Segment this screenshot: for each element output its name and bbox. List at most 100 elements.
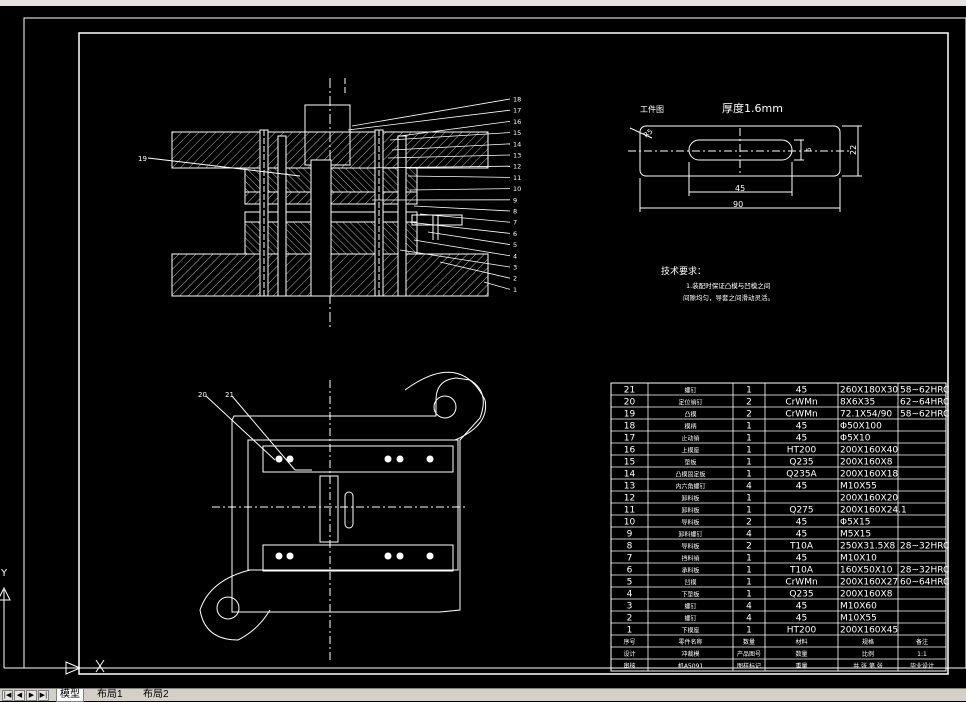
- bom-cell-spec: 160X50X10: [840, 566, 893, 576]
- bom-cell-no: 17: [624, 434, 635, 444]
- bom-cell-name: 导料板: [681, 543, 699, 551]
- bom-cell-name: 内六角螺钉: [675, 483, 705, 491]
- last-tab-icon[interactable]: ▶|: [38, 690, 49, 701]
- title-block-cell: 审核: [623, 662, 635, 670]
- bom-cell-spec: 200X160X8: [840, 590, 893, 600]
- cad-drawing-canvas[interactable]: 19 工件图 厚度1.6mm 45 90 22 6 R5 技术要求： 1.装配时…: [0, 6, 966, 688]
- dim-6: 6: [805, 147, 813, 152]
- bom-cell-spec: 200X160X45: [840, 626, 898, 636]
- bom-cell-no: 3: [627, 602, 633, 612]
- bom-header-cell: 数量: [743, 638, 755, 646]
- bom-cell-no: 7: [627, 554, 633, 564]
- bom-cell-spec: Φ5X10: [840, 434, 871, 444]
- prev-tab-icon[interactable]: ◀: [14, 690, 25, 701]
- bom-cell-qty: 2: [746, 542, 752, 552]
- workpiece-drawing: [628, 126, 862, 212]
- bom-cell-no: 19: [624, 410, 636, 420]
- leader-label: 5: [513, 241, 517, 249]
- leader-label: 15: [513, 129, 521, 137]
- bom-cell-no: 4: [627, 590, 633, 600]
- bom-cell-spec: 250X31.5X8: [840, 542, 896, 552]
- dim-22: 22: [849, 145, 858, 155]
- bom-cell-spec: 200X160X27: [840, 578, 898, 588]
- bom-cell-mat: CrWMn: [785, 410, 817, 420]
- layout-tab-bar: |◀ ◀ ▶ ▶| 模型 布局1 布局2: [0, 688, 966, 701]
- bom-cell-no: 21: [624, 386, 635, 396]
- bom-cell-mat: Q235: [789, 458, 813, 468]
- bom-cell-no: 13: [624, 482, 635, 492]
- bom-cell-qty: 2: [746, 410, 752, 420]
- bom-cell-qty: 1: [746, 446, 752, 456]
- bom-cell-name: 承料板: [681, 567, 699, 575]
- bom-cell-note: 28~32HRC: [900, 566, 949, 576]
- tech-req-line-1: 1.装配时保证凸模与凹模之间: [686, 281, 770, 290]
- bom-cell-spec: 260X180X30: [840, 386, 898, 396]
- leader-label: 2: [513, 275, 517, 283]
- plan-label-20: 20: [198, 391, 207, 399]
- bom-cell-qty: 1: [746, 470, 752, 480]
- tab-layout1[interactable]: 布局1: [94, 689, 126, 701]
- bom-cell-qty: 1: [746, 626, 752, 636]
- bom-cell-qty: 1: [746, 458, 752, 468]
- bom-cell-qty: 4: [746, 614, 752, 624]
- leader-label: 17: [513, 107, 521, 115]
- bom-cell-qty: 1: [746, 590, 752, 600]
- bom-cell-qty: 1: [746, 422, 752, 432]
- thickness-label: 厚度1.6mm: [722, 101, 783, 115]
- leader-label: 3: [513, 264, 517, 272]
- bom-cell-no: 9: [627, 530, 633, 540]
- dim-90: 90: [733, 200, 743, 209]
- die-plan-view: [200, 372, 486, 660]
- tech-req-line-2: 间隙均匀，导套之间滑动灵活。: [683, 293, 774, 302]
- plan-label-21: 21: [225, 391, 234, 399]
- leader-label: 9: [513, 196, 517, 204]
- tab-layout2[interactable]: 布局2: [140, 689, 172, 701]
- bom-cell-name: 卸料板: [681, 495, 699, 503]
- bom-cell-spec: 200X160X24.1: [840, 506, 907, 516]
- bom-cell-spec: Φ50X100: [840, 422, 882, 432]
- bom-cell-mat: 45: [796, 602, 807, 612]
- bom-cell-name: 凸模固定板: [675, 471, 705, 479]
- bom-cell-spec: 200X160X40: [840, 446, 898, 456]
- bom-cell-mat: 45: [796, 554, 807, 564]
- bom-cell-no: 14: [624, 470, 636, 480]
- bom-header-cell: 序号: [623, 638, 635, 646]
- title-block-cell: 共 张 第 张: [853, 662, 883, 670]
- bom-cell-spec: M10X10: [840, 554, 877, 564]
- bom-cell-no: 15: [624, 458, 635, 468]
- bom-cell-name: 螺钉: [684, 603, 696, 611]
- bom-cell-mat: T10A: [789, 542, 814, 552]
- bom-cell-qty: 1: [746, 506, 752, 516]
- bom-cell-mat: HT200: [787, 446, 817, 456]
- bom-cell-spec: 200X160X20: [840, 494, 898, 504]
- dim-r5: R5: [642, 127, 654, 139]
- sheet-outer-frame: [24, 18, 966, 668]
- bom-cell-mat: T10A: [789, 566, 814, 576]
- leader-label: 6: [513, 230, 517, 238]
- bom-cell-no: 11: [624, 506, 635, 516]
- tech-req-title: 技术要求：: [661, 265, 706, 277]
- ucs-icon: [0, 588, 104, 674]
- leader-label: 4: [513, 252, 517, 260]
- bom-cell-no: 8: [627, 542, 633, 552]
- bom-cell-name: 卸料板: [681, 507, 699, 515]
- leader-label-19: 19: [138, 155, 147, 163]
- bom-cell-name: 挡料销: [681, 555, 699, 563]
- bom-cell-name: 上模座: [681, 447, 699, 455]
- bom-cell-note: 62~64HRC: [900, 398, 949, 408]
- bom-cell-no: 10: [624, 518, 636, 528]
- next-tab-icon[interactable]: ▶: [26, 690, 37, 701]
- leader-label: 7: [513, 219, 517, 227]
- first-tab-icon[interactable]: |◀: [2, 690, 13, 701]
- title-block-cell: 设计: [623, 650, 635, 658]
- bom-cell-mat: 45: [796, 422, 807, 432]
- bom-cell-name: 垫板: [684, 459, 696, 467]
- leader-label: 13: [513, 152, 521, 160]
- bom-cell-note: 60~64HRC: [900, 578, 949, 588]
- bom-cell-mat: CrWMn: [785, 578, 817, 588]
- bom-cell-spec: 8X6X35: [840, 398, 875, 408]
- bom-cell-mat: Q235: [789, 590, 813, 600]
- bom-cell-no: 20: [624, 398, 636, 408]
- bom-cell-mat: 45: [796, 434, 807, 444]
- tab-model[interactable]: 模型: [56, 689, 84, 702]
